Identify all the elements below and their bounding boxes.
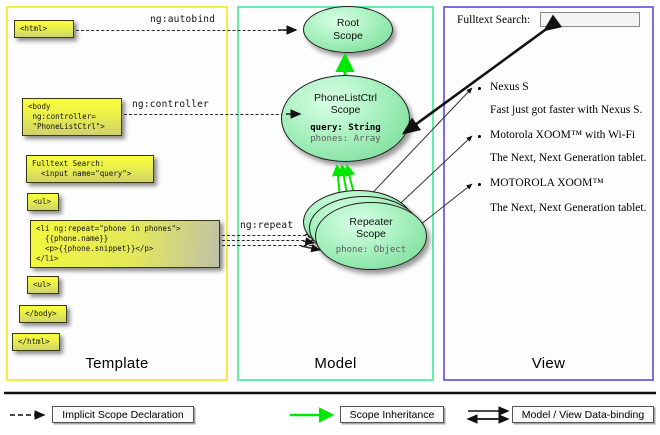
view-item-snippet-3: The Next, Next Generation tablet. [490,202,647,214]
phonelistctrl-scope[interactable]: PhoneListCtrl Scope query: String phones… [281,75,410,162]
phonelistctrl-scope-title-2: Scope [330,103,361,116]
phonelistctrl-scope-field-phones: phones: Array [310,134,381,145]
root-scope-title-2: Scope [333,29,363,42]
fulltext-search-input[interactable] [540,12,640,27]
phonelistctrl-scope-field-query: query: String [310,122,381,133]
repeater-scope-title-1: Repeater [349,215,393,228]
ng-repeat-label: ng:repeat [240,220,294,231]
fulltext-search-box: Fulltext Search: <input name="query"> [26,155,154,183]
view-item-snippet-2: The Next, Next Generation tablet. [490,152,647,164]
body-close-box: </body> [19,305,67,323]
ng-repeat-line-2 [222,240,314,241]
ul-open-box: <ul> [27,193,59,211]
repeater-scope-field-phone: phone: Object [335,244,407,255]
ng-repeat-arrowhead-2 [302,237,315,246]
column-label-view: View [531,355,566,372]
html-close-box: </html> [12,333,60,351]
li-repeat-box: <li ng:repeat="phone in phones"> {{phone… [30,220,220,268]
ng-repeat-line-1 [222,235,316,236]
html-open-box: <html> [14,20,74,38]
repeater-scope[interactable]: Repeater Scope phone: Object [315,202,427,270]
ng-controller-label: ng:controller [132,99,209,110]
legend-model-view-data-binding: Model / View Data-binding [512,406,654,423]
repeater-scope-title-2: Scope [356,227,386,240]
ng-controller-line [124,114,294,115]
ng-repeat-arrowhead-3 [300,244,321,253]
body-controller-box: <body ng:controller= "PhoneListCtrl"> [22,98,122,136]
view-bullet-3 [478,183,481,186]
root-scope-title-1: Root [336,17,360,30]
view-bullet-2 [478,135,481,138]
column-label-template: Template [85,355,149,372]
column-label-model: Model [314,355,357,372]
ng-autobind-line [76,30,286,31]
ng-autobind-label: ng:autobind [150,14,216,25]
ng-repeat-line-3 [222,245,312,246]
root-scope[interactable]: Root Scope [303,6,393,53]
ul-close-box: <ul> [27,276,59,294]
databinding-arrow-query-to-search-input [401,14,563,135]
databinding-arrow-item-1 [359,87,473,207]
view-item-title-3: MOTOROLA XOOM™ [490,177,604,189]
phonelistctrl-scope-title-1: PhoneListCtrl [313,91,378,104]
legend-scope-inheritance: Scope Inheritance [340,406,444,423]
legend-implicit-scope-declaration: Implicit Scope Declaration [52,406,194,423]
